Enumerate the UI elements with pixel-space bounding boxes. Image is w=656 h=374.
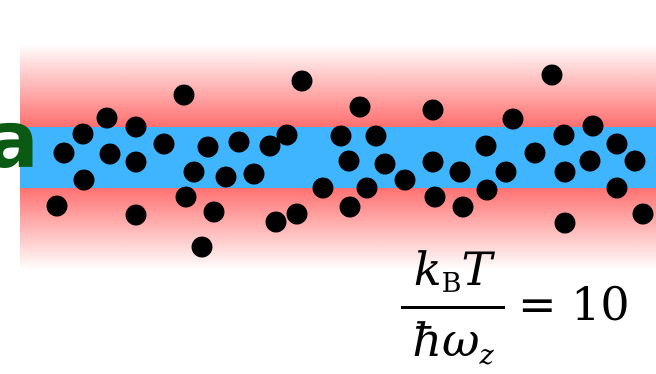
temperature-ratio-equation: kBT ħωz = 10 [394, 236, 656, 370]
particle [607, 134, 628, 155]
particle [425, 187, 446, 208]
particle [97, 108, 118, 129]
cropped-edge-glyph: a [0, 102, 39, 180]
particle [244, 164, 265, 185]
particle [174, 85, 195, 106]
particle [555, 213, 576, 234]
particle [583, 116, 604, 137]
particle [229, 132, 250, 153]
particle [126, 117, 147, 138]
particle [580, 151, 601, 172]
particle [313, 178, 334, 199]
particle [450, 162, 471, 183]
particle [176, 187, 197, 208]
particle [74, 170, 95, 191]
omega-subscript: z [479, 340, 493, 371]
particle [192, 237, 213, 258]
particle [216, 167, 237, 188]
particle [525, 143, 546, 164]
particle [154, 134, 175, 155]
particle [554, 125, 575, 146]
particle [476, 136, 497, 157]
particle [340, 197, 361, 218]
particle [100, 144, 121, 165]
particle [184, 162, 205, 183]
fraction-bar [401, 306, 505, 309]
particle [47, 196, 68, 217]
ratio-fraction: kBT ħωz [400, 236, 506, 369]
particle [375, 154, 396, 175]
temperature-symbol: T [462, 242, 493, 296]
particle [625, 151, 646, 172]
particle [453, 197, 474, 218]
hbar-omega-symbol: ħω [412, 313, 479, 367]
particle [555, 162, 576, 183]
particle [339, 151, 360, 172]
fraction-numerator: kBT [400, 236, 506, 297]
particle [73, 124, 94, 145]
particle [633, 204, 654, 225]
particle [423, 100, 444, 121]
particle [198, 137, 219, 158]
particle [126, 152, 147, 173]
particle [357, 178, 378, 199]
particle [331, 126, 352, 147]
particle [395, 170, 416, 191]
equation-rhs: = 10 [518, 281, 630, 327]
particle [366, 126, 387, 147]
particle [503, 109, 524, 130]
particle [277, 125, 298, 146]
particle [287, 204, 308, 225]
boltzmann-symbol: k [414, 242, 442, 296]
particle [204, 202, 225, 223]
particle [126, 205, 147, 226]
particle [266, 212, 287, 233]
particle [477, 180, 498, 201]
fraction-denominator: ħωz [400, 317, 506, 369]
particle [542, 65, 563, 86]
particle [54, 143, 75, 164]
particle [496, 162, 517, 183]
particle [350, 97, 371, 118]
particle [607, 178, 628, 199]
particle [423, 152, 444, 173]
particle [292, 71, 313, 92]
boltzmann-subscript: B [442, 268, 462, 299]
